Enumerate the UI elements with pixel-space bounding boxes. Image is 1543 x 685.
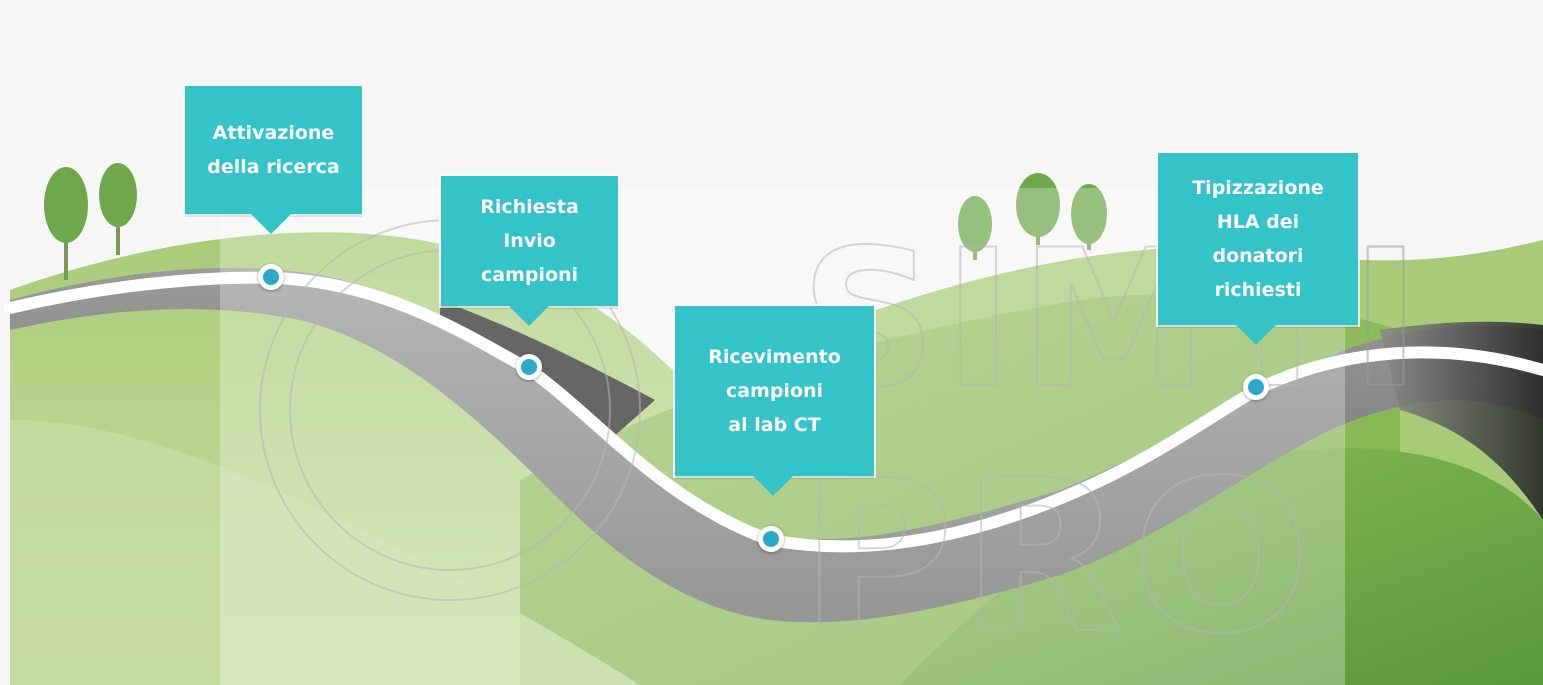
watermark-line2: PRO	[800, 435, 1318, 680]
step-4-line-2: HLA dei	[1216, 211, 1300, 233]
step-2-tail	[507, 304, 551, 326]
tree-group-left	[44, 163, 137, 280]
step-1-line-2: della ricerca	[207, 156, 340, 178]
step-3-line-3: al lab CT	[728, 414, 821, 436]
road	[10, 267, 1543, 623]
step-4-line-1: Tipizzazione	[1192, 177, 1324, 199]
tree-group-right	[958, 173, 1107, 260]
step-1-callout: Attivazione della ricerca	[185, 86, 362, 234]
step-2-marker	[516, 354, 542, 380]
step-4-line-4: richiesti	[1214, 279, 1302, 301]
step-2-line-2: Invio	[503, 230, 556, 252]
step-3-marker	[758, 526, 784, 552]
step-4-marker	[1243, 374, 1269, 400]
step-1-tail	[249, 212, 293, 234]
step-3-line-2: campioni	[725, 380, 824, 402]
step-4-callout: Tipizzazione HLA dei donatori richiesti	[1158, 153, 1358, 345]
step-1-line-1: Attivazione	[212, 122, 335, 144]
hill-right-front	[900, 448, 1543, 685]
step-2-callout: Richiesta Invio campioni	[441, 176, 618, 326]
step-2-line-1: Richiesta	[480, 196, 579, 218]
step-3-tail	[751, 474, 795, 496]
step-3-line-1: Ricevimento	[708, 346, 841, 368]
road-right-dark	[1380, 321, 1543, 520]
step-4-line-3: donatori	[1212, 245, 1304, 267]
step-1-marker	[258, 264, 284, 290]
step-4-tail	[1234, 323, 1278, 345]
step-2-line-3: campioni	[480, 264, 579, 286]
road-shadow	[440, 300, 655, 440]
step-3-callout: Ricevimento campioni al lab CT	[675, 306, 874, 496]
